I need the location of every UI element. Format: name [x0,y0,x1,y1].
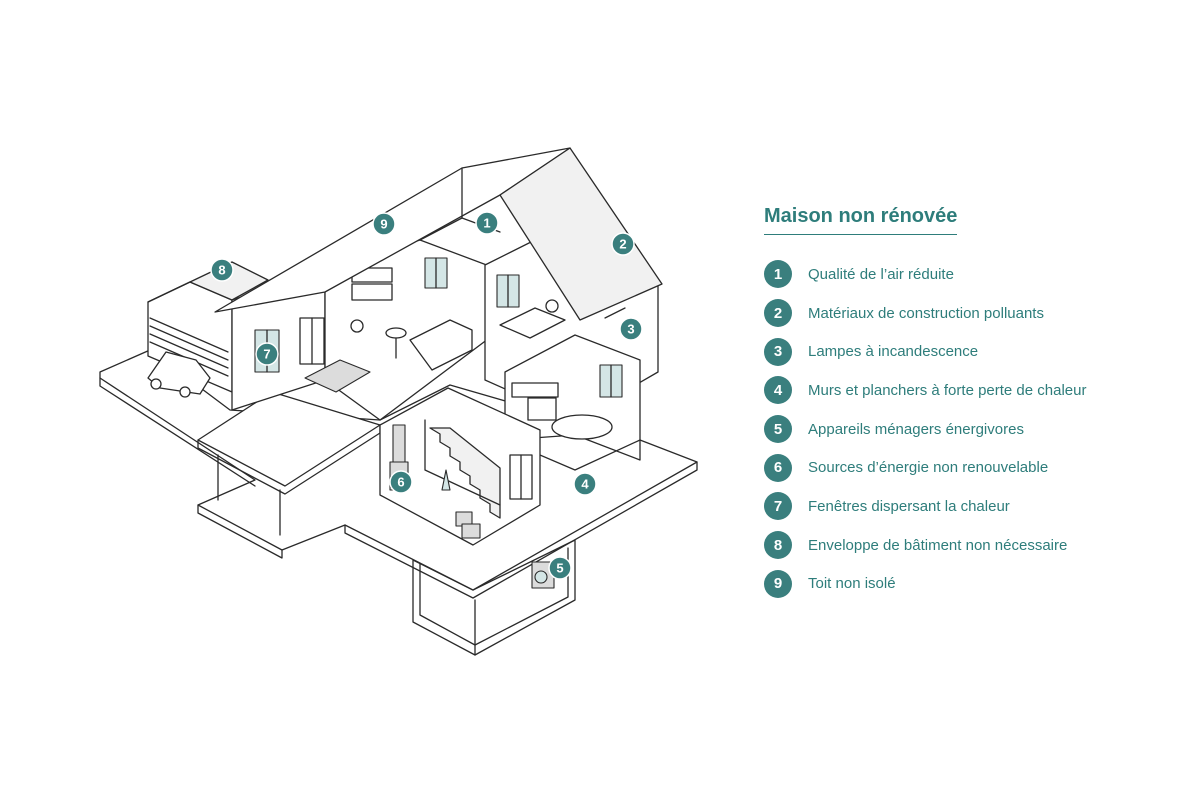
car [147,351,211,395]
number-badge: 1 [764,260,792,289]
number-badge: 2 [764,299,792,328]
legend-label: Murs et planchers à forte perte de chale… [808,381,1087,399]
legend-item: 2 Matériaux de construction polluants [764,294,1144,333]
legend-label: Appareils ménagers énergivores [808,420,1024,438]
legend-item: 3 Lampes à incandescence [764,332,1144,371]
legend-label: Sources d’énergie non renouvelable [808,459,1049,477]
legend-label: Qualité de l’air réduite [808,265,954,283]
legend-label: Enveloppe de bâtiment non nécessaire [808,536,1068,554]
svg-text:3: 3 [627,322,634,337]
left-wing [231,239,501,421]
svg-text:4: 4 [581,477,589,492]
legend-item: 9 Toit non isolé [764,565,1144,604]
legend-label: Fenêtres dispersant la chaleur [808,497,1010,515]
svg-text:6: 6 [397,475,404,490]
number-badge: 4 [764,376,792,405]
svg-text:7: 7 [263,347,270,362]
marker-9: 9 [372,212,396,236]
svg-text:8: 8 [218,263,225,278]
number-badge: 6 [764,453,792,482]
marker-6: 6 [389,470,413,494]
legend-label: Matériaux de construction polluants [808,304,1044,322]
number-badge: 9 [764,569,792,598]
legend-item: 4 Murs et planchers à forte perte de chal… [764,371,1144,410]
svg-text:9: 9 [380,217,387,232]
legend-item: 1 Qualité de l’air réduite [764,255,1144,294]
marker-4: 4 [573,472,597,496]
marker-8: 8 [210,258,234,282]
legend-item: 8 Enveloppe de bâtiment non nécessaire [764,526,1144,565]
number-badge: 5 [764,415,792,444]
legend: Maison non rénovée 1 Qualité de l’air réd… [764,205,1144,603]
number-badge: 3 [764,337,792,366]
legend-item: 6 Sources d’énergie non renouvelable [764,448,1144,487]
svg-text:2: 2 [619,237,626,252]
marker-7: 7 [255,342,279,366]
svg-text:1: 1 [483,216,490,231]
legend-item: 7 Fenêtres dispersant la chaleur [764,487,1144,526]
number-badge: 7 [764,492,792,521]
marker-2: 2 [611,232,635,256]
marker-3: 3 [619,317,643,341]
stove-pipe [392,424,406,466]
svg-text:5: 5 [556,561,563,576]
marker-5: 5 [548,556,572,580]
marker-1: 1 [475,211,499,235]
legend-label: Lampes à incandescence [808,343,979,361]
legend-label: Toit non isolé [808,575,896,593]
legend-list: 1 Qualité de l’air réduite 2 Matériaux de … [764,255,1144,603]
legend-item: 5 Appareils ménagers énergivores [764,410,1144,449]
dining-table [551,414,613,440]
legend-title: Maison non rénovée [764,205,958,235]
number-badge: 8 [764,531,792,560]
